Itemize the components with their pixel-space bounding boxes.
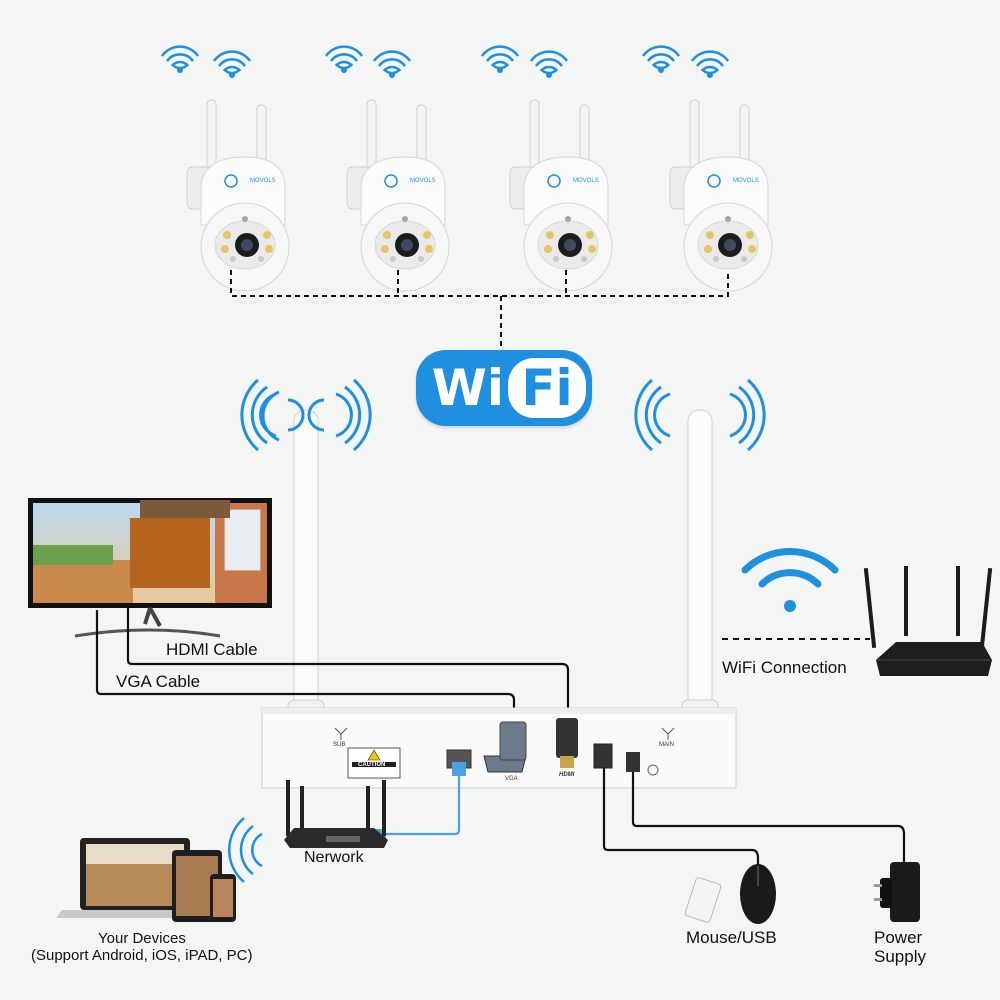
power-adapter	[874, 862, 920, 922]
laptop-device	[56, 838, 214, 918]
nvr-antenna-right	[681, 409, 719, 751]
usb-cable	[602, 768, 760, 866]
antenna-signal-left-icon	[240, 378, 372, 452]
camera-4	[669, 99, 773, 292]
hdmi-port-label: HDMI	[559, 772, 575, 778]
usb-drive	[684, 877, 722, 923]
router-wifi-icon	[741, 548, 839, 612]
nvr-recorder	[261, 707, 737, 789]
caution-label: CAUTION	[358, 762, 386, 768]
mouse-usb-label: Mouse/USB	[686, 928, 777, 947]
support-platforms-label: (Support Android, iOS, iPAD, PC)	[31, 947, 253, 964]
network-signal-icon	[227, 817, 263, 883]
wifi-badge-left: Wi	[431, 359, 504, 417]
network-label: Nerwork	[304, 849, 364, 866]
port-main-label: MAIN	[659, 742, 674, 748]
wifi-badge-right: Fi	[508, 358, 586, 418]
tablet-device	[172, 850, 222, 922]
hdmi-cable-label: HDMl Cable	[166, 640, 258, 659]
port-sub-label: SUB	[333, 742, 346, 748]
power-cable	[631, 772, 906, 862]
hdmi-cable	[126, 608, 570, 718]
camera-3	[509, 99, 613, 292]
phone-device	[210, 874, 236, 922]
your-devices-label: Your Devices	[98, 930, 186, 947]
vga-cable	[95, 610, 516, 722]
monitor	[28, 498, 272, 638]
camera-brand-4: MOVOLS	[733, 178, 759, 184]
camera-signal-icons	[160, 45, 730, 80]
vga-cable-label: VGA Cable	[116, 672, 201, 691]
wifi-badge: Wi Fi	[416, 350, 592, 426]
network-router	[284, 780, 388, 848]
camera-1	[186, 99, 290, 292]
camera-wifi-links	[230, 270, 729, 352]
nvr-antenna-left	[287, 409, 325, 751]
camera-brand-2: MOVOLS	[410, 178, 436, 184]
camera-brand-3: MOVOLS	[573, 178, 599, 184]
camera-2	[346, 99, 450, 292]
antenna-signal-right-icon	[634, 378, 766, 452]
camera-brand-1: MOVOLS	[250, 178, 276, 184]
wifi-connection-label: WiFi Connection	[722, 658, 847, 677]
wifi-router	[863, 566, 993, 676]
vga-port-label: VGA	[505, 776, 518, 782]
mouse	[740, 864, 776, 924]
power-label-line1: Power	[874, 928, 923, 947]
power-label-line2: Supply	[874, 947, 926, 966]
